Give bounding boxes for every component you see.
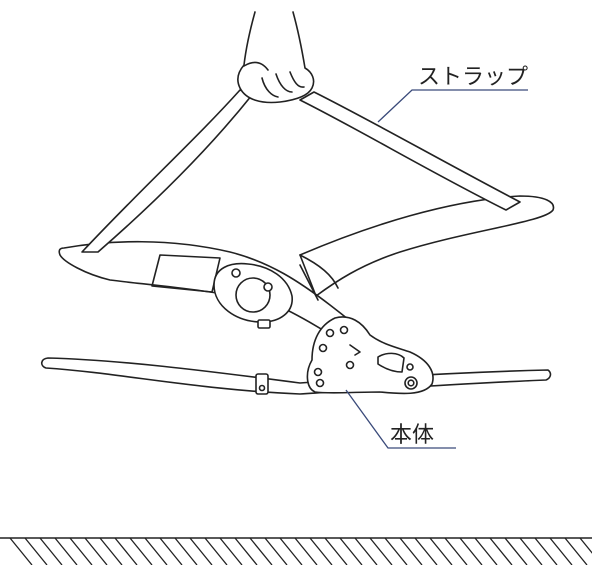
hatch-mark: [474, 537, 498, 565]
body-label: 本体: [390, 423, 434, 448]
hatch-mark: [189, 537, 213, 565]
hatch-mark: [519, 537, 543, 565]
body-leader-line: [345, 389, 456, 449]
hatch-mark: [369, 537, 393, 565]
hatch-mark: [69, 537, 93, 565]
seat-fabric: [299, 195, 555, 297]
hatch-mark: [534, 537, 558, 565]
hatch-mark: [429, 537, 453, 565]
hatch-mark: [504, 537, 528, 565]
hatch-mark: [384, 537, 408, 565]
hatch-mark: [324, 537, 348, 565]
hatch-mark: [204, 537, 228, 565]
hatch-mark: [414, 537, 438, 565]
hatch-mark: [249, 537, 273, 565]
hatch-mark: [264, 537, 288, 565]
hatch-mark: [144, 537, 168, 565]
hatch-mark: [399, 537, 423, 565]
hatch-mark: [84, 537, 108, 565]
hatch-mark: [39, 537, 63, 565]
hatch-mark: [579, 537, 592, 554]
hatch-mark: [339, 537, 363, 565]
ground-hatch: [9, 537, 592, 565]
hatch-mark: [129, 537, 153, 565]
hatch-mark: [174, 537, 198, 565]
lock-mechanism: [306, 316, 434, 395]
hatch-mark: [354, 537, 378, 565]
hatch-mark: [159, 537, 183, 565]
hub-joint: [213, 262, 293, 329]
hatch-mark: [9, 537, 33, 565]
base-frame: [40, 357, 552, 395]
hatch-mark: [54, 537, 78, 565]
hatch-mark: [279, 537, 303, 565]
hatch-mark: [549, 537, 573, 565]
hand: [237, 11, 315, 104]
hatch-mark: [234, 537, 258, 565]
strap: [81, 89, 521, 253]
hatch-mark: [294, 537, 318, 565]
hatch-mark: [489, 537, 513, 565]
hatch-mark: [459, 537, 483, 565]
hatch-mark: [219, 537, 243, 565]
strap-leader-line: [377, 89, 528, 123]
hatch-mark: [309, 537, 333, 565]
hatch-mark: [24, 537, 48, 565]
hatch-mark: [444, 537, 468, 565]
hatch-mark: [564, 537, 588, 565]
strap-label: ストラップ: [418, 65, 528, 90]
hatch-mark: [114, 537, 138, 565]
hatch-mark: [99, 537, 123, 565]
